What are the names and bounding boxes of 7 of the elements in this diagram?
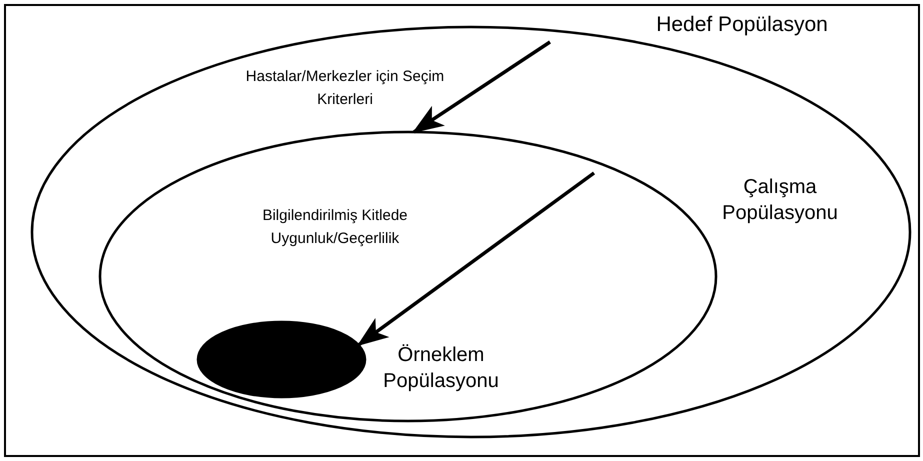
edge-label: Hastalar/Merkezler için Seçim Kriterleri: [245, 67, 445, 110]
edge-label: Bilgilendirilmiş Kitlede Uygunluk/Geçerlilik: [261, 206, 409, 249]
population-label: Örneklem Popülasyonu: [382, 343, 500, 394]
population-label: Çalışma Popülasyonu: [721, 175, 839, 226]
arrow: [412, 40, 551, 134]
arrow: [356, 172, 596, 346]
population-label: Hedef Popülasyon: [655, 12, 829, 38]
